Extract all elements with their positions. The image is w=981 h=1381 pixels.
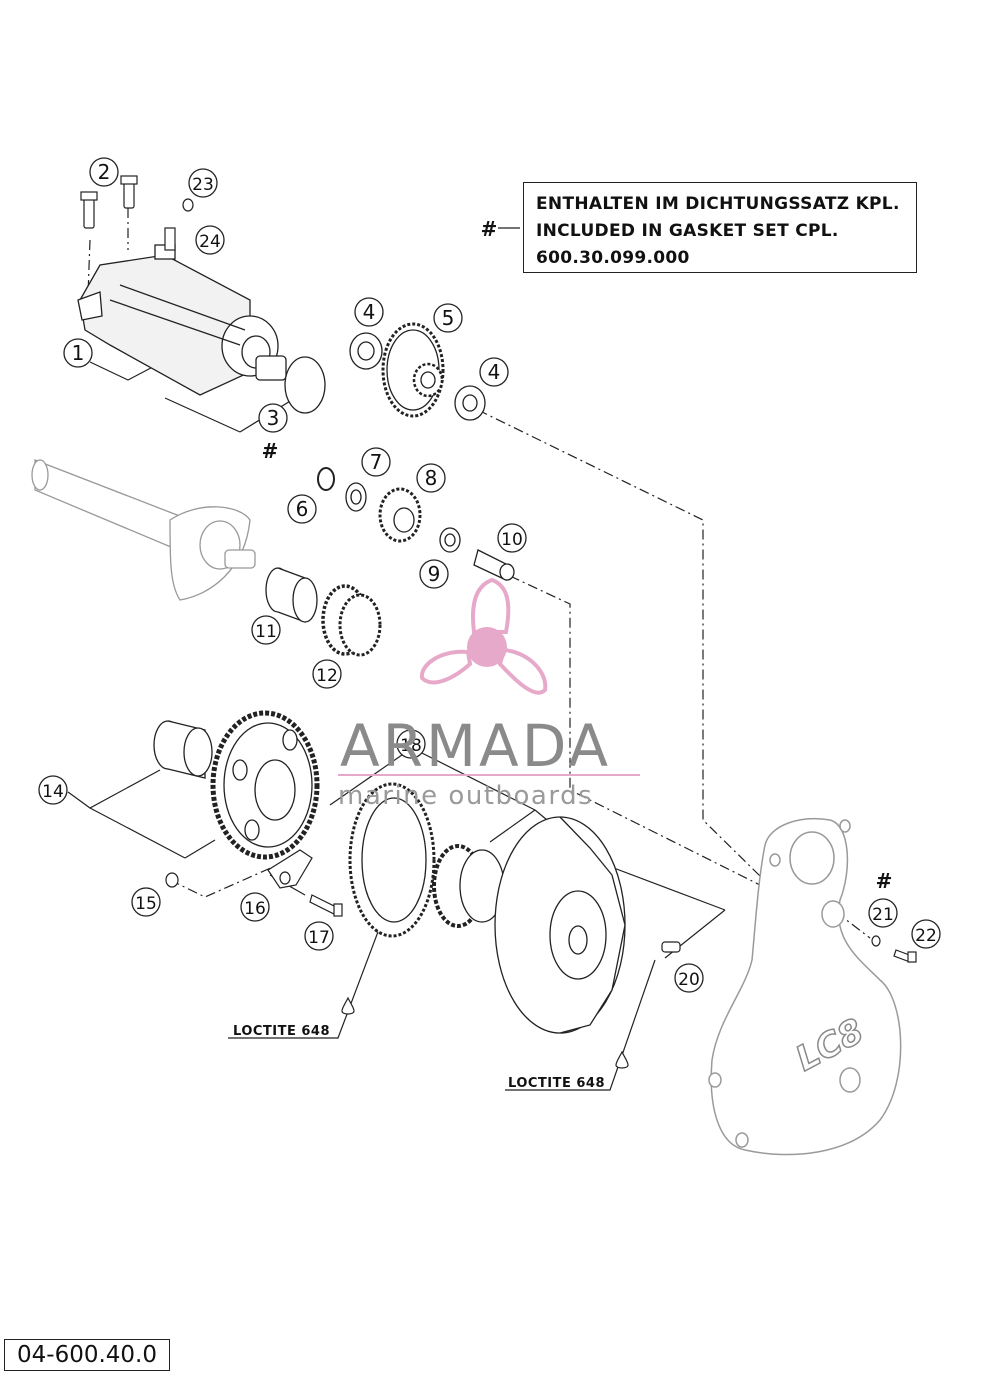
- watermark-tagline: marine outboards: [338, 781, 594, 811]
- document-code: 04-600.40.0: [4, 1339, 170, 1371]
- note-line-english: INCLUDED IN GASKET SET CPL.: [536, 221, 839, 241]
- callout-17: 17: [304, 921, 334, 951]
- gasket-marker-part-21: #: [876, 869, 893, 893]
- callout-14: 14: [38, 775, 68, 805]
- freewheel-ring-part-18: [348, 782, 436, 938]
- bearing-part-4-upper: [349, 332, 383, 370]
- callout-15: 15: [131, 887, 161, 917]
- callout-3: 3: [258, 403, 288, 433]
- svg-text:21: 21: [872, 905, 894, 925]
- svg-text:5: 5: [442, 306, 455, 330]
- loctite-label-rotor: LOCTITE 648: [508, 1076, 606, 1091]
- leader-lines: [67, 227, 726, 1091]
- svg-text:22: 22: [915, 926, 937, 946]
- callout-23: 23: [188, 168, 218, 198]
- svg-text:8: 8: [425, 466, 438, 490]
- callout-9: 9: [419, 559, 449, 589]
- screw-part-22: [893, 949, 917, 963]
- svg-text:24: 24: [199, 232, 221, 252]
- callout-2: 2: [89, 157, 119, 187]
- crankshaft: [31, 459, 256, 601]
- gear-part-12: [321, 584, 382, 657]
- pin-part-15: [165, 872, 179, 888]
- gasket-set-note: ENTHALTEN IM DICHTUNGSSATZ KPL. INCLUDED…: [523, 182, 917, 273]
- watermark-propeller-logo: [419, 577, 548, 695]
- washer-part-21: [871, 935, 881, 947]
- note-line-german: ENTHALTEN IM DICHTUNGSSATZ KPL.: [536, 194, 900, 214]
- svg-text:14: 14: [42, 782, 64, 802]
- gasket-marker-part-3: #: [262, 439, 279, 463]
- gasket-marker-note: #: [481, 217, 498, 241]
- screw-part-17: [309, 894, 343, 917]
- note-part-number: 600.30.099.000: [536, 248, 690, 268]
- starter-gear-part-14: [210, 710, 320, 860]
- svg-text:2: 2: [98, 160, 111, 184]
- callout-24: 24: [195, 225, 225, 255]
- svg-text:18: 18: [400, 736, 422, 756]
- idler-gear-part-5: [381, 322, 445, 418]
- svg-text:9: 9: [428, 562, 441, 586]
- callout-18: 18: [396, 729, 426, 759]
- starter-motor-part-1: [77, 244, 287, 396]
- freewheel-cage: [432, 844, 505, 928]
- svg-text:23: 23: [192, 175, 214, 195]
- svg-text:17: 17: [308, 928, 330, 948]
- callout-8: 8: [416, 463, 446, 493]
- terminal-nut-part-24: [164, 198, 194, 251]
- callout-6: 6: [287, 494, 317, 524]
- ignition-cover: [708, 818, 902, 1156]
- o-ring-part-3: [284, 356, 326, 414]
- svg-text:3: 3: [267, 406, 280, 430]
- svg-text:10: 10: [501, 530, 523, 550]
- watermark-name: ARMADA: [340, 712, 612, 780]
- needle-bearing-part-11: [265, 567, 318, 623]
- callout-1: 1: [63, 338, 93, 368]
- rotor: [494, 816, 626, 1034]
- callout-10: 10: [497, 523, 527, 553]
- svg-text:15: 15: [135, 894, 157, 914]
- callout-16: 16: [240, 892, 270, 922]
- needle-bearing-part-14: [153, 720, 213, 779]
- callout-5: 5: [433, 303, 463, 333]
- washer-part-7: [345, 482, 367, 512]
- callout-20: 20: [674, 963, 704, 993]
- callout-12: 12: [312, 659, 342, 689]
- svg-text:4: 4: [363, 300, 376, 324]
- screws-part-2: [80, 175, 138, 229]
- lever-part-16: [267, 849, 313, 889]
- circlip-part-6: [317, 467, 335, 491]
- svg-text:4: 4: [488, 360, 501, 384]
- callout-7: 7: [361, 447, 391, 477]
- svg-text:20: 20: [678, 970, 700, 990]
- gear-part-8: [378, 487, 422, 543]
- svg-text:1: 1: [72, 341, 85, 365]
- svg-text:16: 16: [244, 899, 266, 919]
- svg-text:12: 12: [316, 666, 338, 686]
- watermark-underline: [338, 774, 640, 776]
- callout-4-lower: 4: [479, 357, 509, 387]
- svg-text:7: 7: [370, 450, 383, 474]
- loctite-label-ring: LOCTITE 648: [233, 1024, 331, 1039]
- needle-bearing-part-9: [439, 527, 461, 553]
- callout-11: 11: [251, 615, 281, 645]
- callout-4-upper: 4: [354, 297, 384, 327]
- svg-text:6: 6: [296, 497, 309, 521]
- bearing-part-4-lower: [454, 385, 486, 421]
- callout-22: 22: [911, 919, 941, 949]
- loctite-drop-icons: [341, 996, 629, 1069]
- callout-21: 21: [868, 898, 898, 928]
- bolt-part-10: [473, 549, 515, 581]
- screw-part-20: [661, 941, 681, 953]
- svg-text:11: 11: [255, 622, 277, 642]
